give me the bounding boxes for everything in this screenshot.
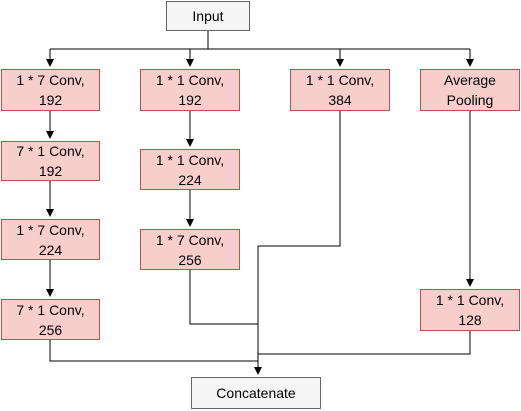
branch1-conv-1x7-224: 1 * 7 Conv, 224 bbox=[1, 219, 100, 260]
branch3-conv-1x1-384: 1 * 1 Conv, 384 bbox=[290, 69, 390, 111]
input-node: Input bbox=[166, 1, 250, 31]
branch4-conv-1x1-128: 1 * 1 Conv, 128 bbox=[420, 289, 520, 331]
b3-merge-line bbox=[258, 111, 341, 247]
branch2-conv-1x1-192: 1 * 1 Conv, 192 bbox=[140, 69, 240, 111]
b4-merge-line bbox=[258, 331, 471, 355]
branch2-conv-1x1-224: 1 * 1 Conv, 224 bbox=[140, 149, 240, 190]
branch4-average-pooling: Average Pooling bbox=[420, 69, 520, 111]
b2-merge-line bbox=[189, 270, 258, 325]
concatenate-node: Concatenate bbox=[191, 377, 321, 409]
branch2-conv-1x7-256: 1 * 7 Conv, 256 bbox=[140, 229, 240, 270]
branch1-conv-7x1-192: 7 * 1 Conv, 192 bbox=[1, 141, 100, 181]
branch1-conv-7x1-256: 7 * 1 Conv, 256 bbox=[1, 299, 100, 340]
b1-merge-line bbox=[49, 340, 258, 362]
branch1-conv-1x7-192: 1 * 7 Conv, 192 bbox=[1, 69, 100, 111]
